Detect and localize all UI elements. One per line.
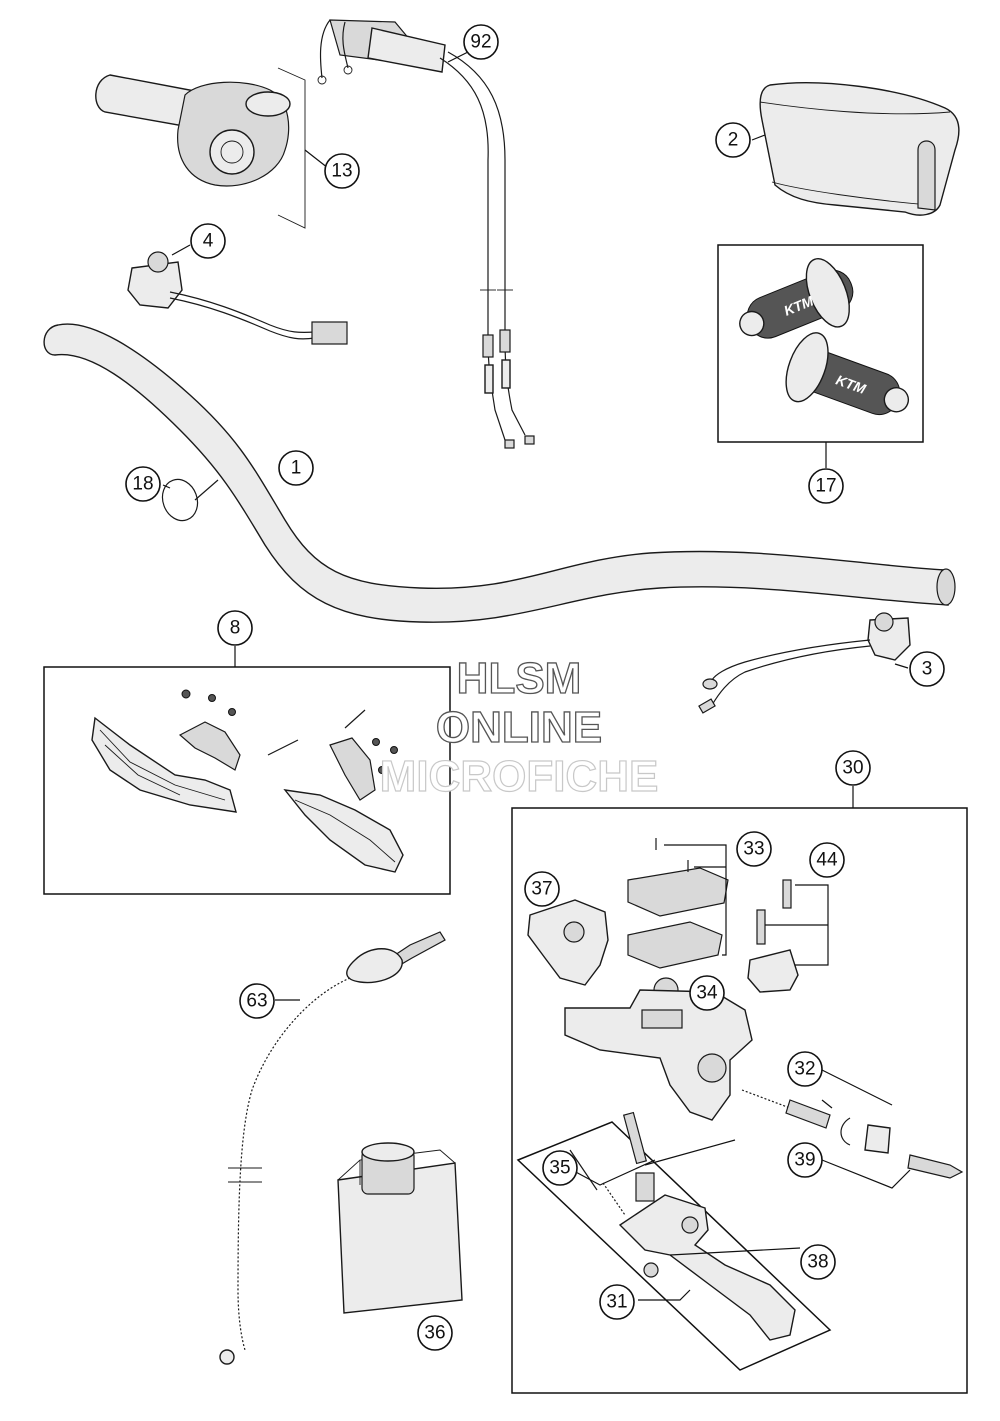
callout-34: 34 bbox=[689, 975, 725, 1011]
grips-set: KTM KTM bbox=[717, 244, 924, 468]
callout-13-label: 13 bbox=[331, 161, 352, 182]
brake-fluid-can bbox=[337, 1142, 463, 1320]
callout-36: 36 bbox=[417, 1315, 453, 1351]
handlebar-pad bbox=[751, 82, 960, 216]
callout-36-label: 36 bbox=[424, 1323, 445, 1344]
kill-switch-right bbox=[698, 612, 911, 714]
watermark-line1: HLSM bbox=[457, 654, 582, 703]
callout-18: 18 bbox=[125, 466, 161, 502]
watermark: HLSM ONLINE MICROFICHE bbox=[379, 653, 659, 801]
callout-33-label: 33 bbox=[743, 839, 764, 860]
callout-1: 1 bbox=[278, 450, 314, 486]
callout-3: 3 bbox=[909, 651, 945, 687]
callout-17: 17 bbox=[808, 468, 844, 504]
callout-38: 38 bbox=[800, 1244, 836, 1280]
callout-8: 8 bbox=[217, 610, 253, 646]
callout-34-label: 34 bbox=[696, 983, 718, 1004]
callout-63-label: 63 bbox=[246, 991, 267, 1012]
callout-18-label: 18 bbox=[132, 474, 153, 495]
callout-37-label: 37 bbox=[531, 879, 552, 900]
cable-tie bbox=[161, 478, 219, 522]
throttle-assembly bbox=[95, 67, 329, 229]
handlebar bbox=[43, 323, 956, 623]
callout-2: 2 bbox=[715, 122, 751, 158]
brake-hose bbox=[219, 931, 446, 1365]
callout-63: 63 bbox=[239, 983, 275, 1019]
callout-92-label: 92 bbox=[470, 32, 491, 53]
handguards-set bbox=[43, 646, 451, 895]
callout-1-label: 1 bbox=[291, 458, 302, 479]
watermark-line3: MICROFICHE bbox=[380, 752, 659, 801]
callout-4-label: 4 bbox=[203, 231, 214, 252]
callout-8-label: 8 bbox=[230, 618, 241, 639]
callout-13: 13 bbox=[324, 153, 360, 189]
callout-39: 39 bbox=[787, 1142, 823, 1178]
callout-31: 31 bbox=[599, 1284, 635, 1320]
callout-38-label: 38 bbox=[807, 1252, 828, 1273]
kill-switch-left bbox=[127, 244, 348, 345]
callout-32: 32 bbox=[787, 1051, 823, 1087]
callout-35: 35 bbox=[542, 1150, 578, 1186]
callout-39-label: 39 bbox=[794, 1150, 815, 1171]
callout-3-label: 3 bbox=[922, 659, 933, 680]
callout-33: 33 bbox=[736, 831, 772, 867]
callout-4: 4 bbox=[190, 223, 226, 259]
callout-32-label: 32 bbox=[794, 1059, 815, 1080]
callout-30-label: 30 bbox=[842, 758, 863, 779]
callout-44: 44 bbox=[809, 842, 845, 878]
callout-17-label: 17 bbox=[815, 476, 836, 497]
callout-2-label: 2 bbox=[728, 130, 739, 151]
callout-31-label: 31 bbox=[606, 1292, 627, 1313]
callout-37: 37 bbox=[524, 871, 560, 907]
callout-35-label: 35 bbox=[549, 1158, 570, 1179]
watermark-line2: ONLINE bbox=[436, 703, 602, 752]
master-cylinder-set bbox=[511, 786, 968, 1394]
callout-44-label: 44 bbox=[816, 850, 838, 871]
callout-30: 30 bbox=[835, 750, 871, 786]
callout-92: 92 bbox=[463, 24, 499, 60]
throttle-cables bbox=[317, 19, 535, 449]
